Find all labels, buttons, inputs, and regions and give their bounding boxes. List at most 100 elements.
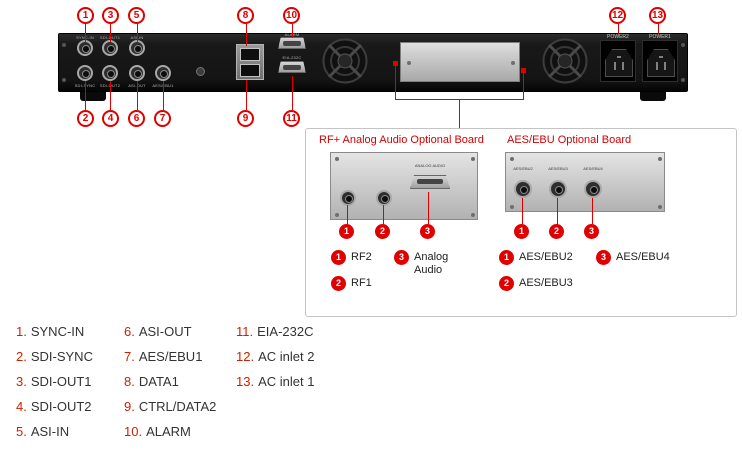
bnc-aes-ebu4 [584,180,602,198]
legend-label: Analog Audio [414,251,449,276]
legend-label: AES/EBU3 [519,277,573,289]
bnc-sync-in [77,40,93,56]
legend-number: 9. [124,399,135,414]
rf-legend-item: 1 RF2 [331,250,372,265]
power1-label: POWER1 [649,34,671,40]
aes-legend-item: 3 AES/EBU4 [596,250,670,265]
ac-pin [617,56,621,58]
aes-board-title: AES/EBU Optional Board [507,134,632,146]
legend-label: AES/EBU4 [616,251,670,263]
legend-label: AC inlet 1 [258,374,315,389]
legend-label: AES/EBU2 [519,251,573,263]
plate-screw [511,61,515,65]
callout-line [163,81,164,110]
legend-label: DATA1 [138,374,179,389]
legend-number: 3. [16,374,27,389]
bracket-line [523,73,524,99]
dsub-pins [282,41,302,46]
callout-line [347,205,348,224]
legend-label: CTRL/DATA2 [138,399,217,414]
callout-line [85,24,86,42]
bnc-sdi-out2 [102,65,118,81]
legend-number: 5. [16,424,27,439]
legend-number: 12. [236,349,255,364]
bnc-asi-in [129,40,145,56]
callout-line [522,198,523,224]
callout-6: 6 [128,110,145,127]
board-screw [335,157,339,161]
rf-board-title: RF+ Analog Audio Optional Board [319,134,484,146]
legend-item: 5.ASI-IN [16,424,126,449]
callout-line [85,81,86,110]
silkscreen-asi-out: ASI-OUT [122,83,152,88]
aes-ebu-board: AES/EBU2 AES/EBU3 AES/EBU4 [505,152,665,212]
ac-pin [622,62,624,70]
callout-9: 9 [237,110,254,127]
bracket-line [459,99,460,128]
rf-analog-board: ANALOG AUDIO [330,152,478,220]
rj45-data1-port [240,48,260,61]
legend-item: 7.AES/EBU1 [124,349,234,374]
rf-callout-2: 2 [375,224,390,239]
legend-label: SDI-OUT2 [30,399,92,414]
callout-1: 1 [77,7,94,24]
aes-legend-item: 2 AES/EBU3 [499,276,573,291]
bnc-aes-ebu2 [514,180,532,198]
legend-item: 9.CTRL/DATA2 [124,399,234,424]
legend-item: 6.ASI-OUT [124,324,234,349]
legend-number: 11. [236,324,254,339]
callout-10: 10 [283,7,300,24]
callout-13: 13 [649,7,666,24]
silkscreen-sdi-out1: SDI-OUT1 [95,35,125,40]
legend-item: 2.SDI-SYNC [16,349,126,374]
board-screw [471,157,475,161]
dsub-pins [416,179,444,184]
rf-legend-item: 3 Analog Audio [394,250,464,277]
callout-11: 11 [283,110,300,127]
rj45-ctrl-data2-port [240,64,260,77]
silkscreen-sdi-out2: SDI-OUT2 [95,83,125,88]
callout-line [428,192,429,224]
power2-label: POWER2 [607,34,629,40]
bnc-rf1 [376,190,392,206]
dsub-eia232c [278,61,306,73]
legend-item: 8.DATA1 [124,374,234,399]
legend-item: 11.EIA-232C [236,324,346,349]
plate-screw [407,61,411,65]
board-screw [335,213,339,217]
legend-number: 10. [124,424,143,439]
ac-pin [656,62,658,70]
callout-line [292,24,293,38]
chassis-foot-left [80,92,106,101]
cooling-fan-left [322,38,368,84]
callout-8: 8 [237,7,254,24]
callout-line [110,24,111,42]
legend-item: 10.ALARM [124,424,234,449]
aes-callout-1: 1 [514,224,529,239]
callout-2: 2 [77,110,94,127]
legend-badge: 3 [394,250,409,265]
legend-item: 1.SYNC-IN [16,324,126,349]
rf-callout-1: 1 [339,224,354,239]
callout-line [137,24,138,42]
legend-label: SDI-OUT1 [30,374,92,389]
board-screw [510,157,514,161]
legend-label: AC inlet 2 [258,349,315,364]
callout-4: 4 [102,110,119,127]
board-screw [510,205,514,209]
callout-line [618,24,619,34]
callout-3: 3 [102,7,119,24]
callout-line [110,81,111,110]
bnc-sdi-sync [77,65,93,81]
ac-pin [614,62,616,70]
aes-ebu2-label: AES/EBU2 [513,166,533,171]
legend-badge: 2 [331,276,346,291]
rack-ear-screw [681,43,685,47]
dsub-pins [282,65,302,70]
callout-line [557,198,558,224]
ac-inlet-2 [600,40,636,82]
legend-badge: 3 [596,250,611,265]
bnc-aes-ebu1 [155,65,171,81]
board-screw [658,205,662,209]
silkscreen-sdi-sync: SDI-SYNC [70,83,100,88]
